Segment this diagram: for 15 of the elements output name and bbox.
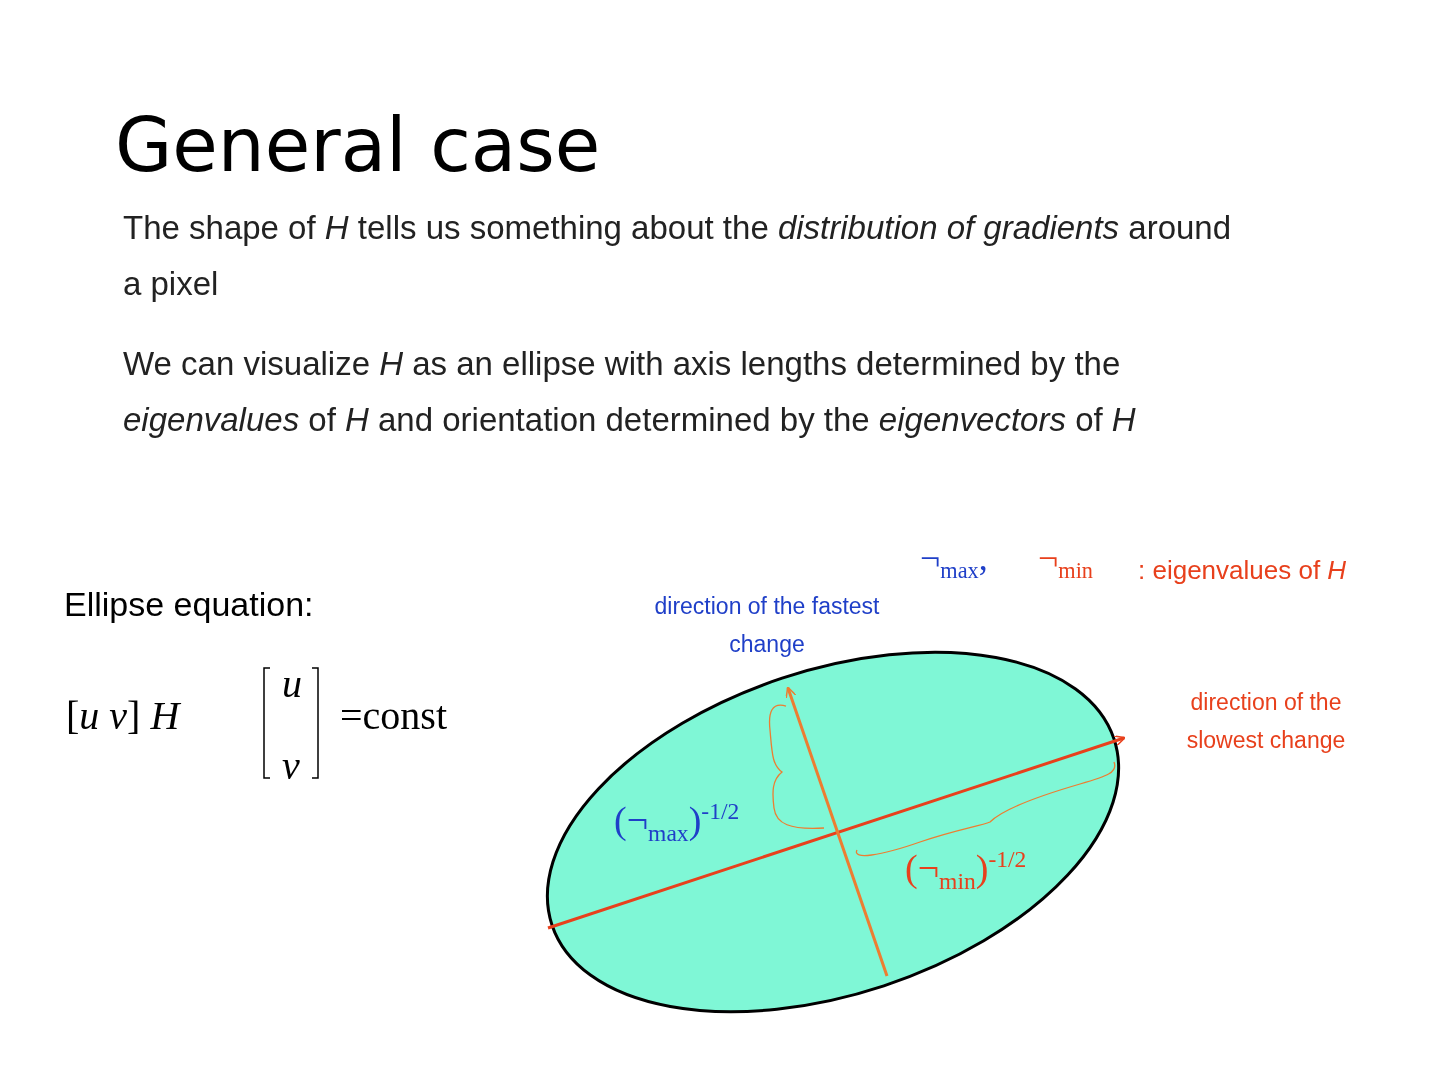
matrix-entry: u: [282, 664, 302, 704]
eigenvalue-symbol: ¬$_{max}$,: [920, 540, 988, 583]
paragraph: The shape of H tells us something about the distribution of gradients around a pixel: [123, 208, 1233, 305]
matrix-entry: v: [282, 746, 300, 786]
slide-title: General case: [115, 108, 601, 182]
axis-length-label: (¬$_{min}$)$^{-1/2}$: [905, 848, 1027, 894]
equation-text: [u v] H: [66, 696, 180, 736]
eigenvalue-caption: : eigenvalues of H: [1138, 555, 1347, 587]
paragraph: We can visualize H as an ellipse with axis lengths determined by the eigenvalues of H and orientation determined by the eigenvectors of H: [123, 344, 1137, 441]
equation-heading: Ellipse equation:: [64, 584, 314, 625]
equation-text: =const: [340, 696, 447, 736]
direction-label: direction of the slowest change: [1185, 688, 1347, 755]
eigenvalue-symbol: ¬$_{min}$: [1038, 540, 1094, 583]
axis-length-label: (¬$_{max}$)$^{-1/2}$: [614, 800, 740, 846]
direction-label: direction of the fastest change: [653, 592, 881, 659]
